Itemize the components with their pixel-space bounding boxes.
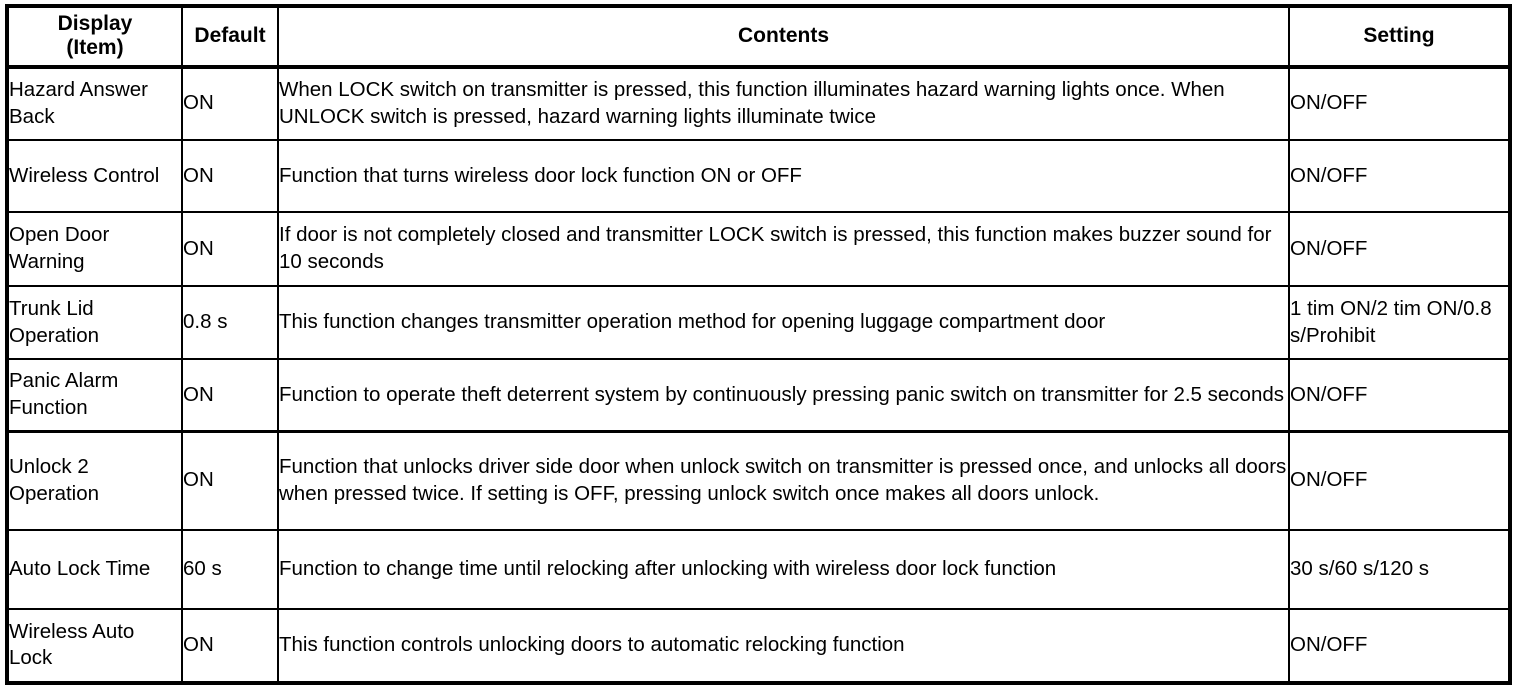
customize-function-table: Display (Item) Default Contents Setting … <box>5 4 1512 685</box>
table-row: Unlock 2 Operation ON Function that unlo… <box>6 429 1511 531</box>
cell-display-item: Hazard Answer Back <box>6 65 183 141</box>
cell-setting: ON/OFF <box>1288 210 1511 288</box>
cell-default: ON <box>181 429 279 531</box>
cell-default: ON <box>181 210 279 288</box>
column-header-setting: Setting <box>1288 5 1511 69</box>
column-header-contents: Contents <box>277 5 1290 69</box>
cell-contents: Function to operate theft deterrent syst… <box>277 358 1290 433</box>
cell-default: ON <box>181 358 279 433</box>
cell-display-item: Auto Lock Time <box>6 528 183 610</box>
cell-contents: When LOCK switch on transmitter is press… <box>277 65 1290 141</box>
cell-default: ON <box>181 65 279 141</box>
cell-setting: ON/OFF <box>1288 65 1511 141</box>
table-row: Panic Alarm Function ON Function to oper… <box>6 358 1511 433</box>
cell-default: ON <box>181 607 279 685</box>
column-header-display-line1: Display <box>57 12 133 35</box>
cell-contents: Function that turns wireless door lock f… <box>277 138 1290 213</box>
table-row: Auto Lock Time 60 s Function to change t… <box>6 528 1511 610</box>
cell-contents: This function changes transmitter operat… <box>277 284 1290 361</box>
column-header-default: Default <box>181 5 279 69</box>
table-row: Hazard Answer Back ON When LOCK switch o… <box>6 65 1511 141</box>
cell-default: 0.8 s <box>181 284 279 361</box>
table-row: Wireless Auto Lock ON This function cont… <box>6 607 1511 685</box>
cell-contents: If door is not completely closed and tra… <box>277 210 1290 288</box>
cell-setting: ON/OFF <box>1288 138 1511 213</box>
cell-default: 60 s <box>181 528 279 610</box>
table-row: Trunk Lid Operation 0.8 s This function … <box>6 284 1511 361</box>
cell-setting: ON/OFF <box>1288 358 1511 433</box>
cell-contents: Function to change time until relocking … <box>277 528 1290 610</box>
table-body: Hazard Answer Back ON When LOCK switch o… <box>6 65 1511 685</box>
table-row: Open Door Warning ON If door is not comp… <box>6 210 1511 288</box>
cell-display-item: Trunk Lid Operation <box>6 284 183 361</box>
cell-default: ON <box>181 138 279 213</box>
cell-display-item: Panic Alarm Function <box>6 358 183 433</box>
cell-setting: 30 s/60 s/120 s <box>1288 528 1511 610</box>
cell-display-item: Wireless Auto Lock <box>6 607 183 685</box>
cell-setting: 1 tim ON/2 tim ON/0.8 s/Prohibit <box>1288 284 1511 361</box>
column-header-display-line2: (Item) <box>66 36 124 60</box>
table-header-row: Display (Item) Default Contents Setting <box>6 5 1511 69</box>
table-row: Wireless Control ON Function that turns … <box>6 138 1511 213</box>
cell-contents: Function that unlocks driver side door w… <box>277 429 1290 531</box>
cell-display-item: Wireless Control <box>6 138 183 213</box>
cell-setting: ON/OFF <box>1288 607 1511 685</box>
column-header-display-item: Display (Item) <box>6 5 183 69</box>
cell-contents: This function controls unlocking doors t… <box>277 607 1290 685</box>
cell-setting: ON/OFF <box>1288 429 1511 531</box>
cell-display-item: Open Door Warning <box>6 210 183 288</box>
cell-display-item: Unlock 2 Operation <box>6 429 183 531</box>
